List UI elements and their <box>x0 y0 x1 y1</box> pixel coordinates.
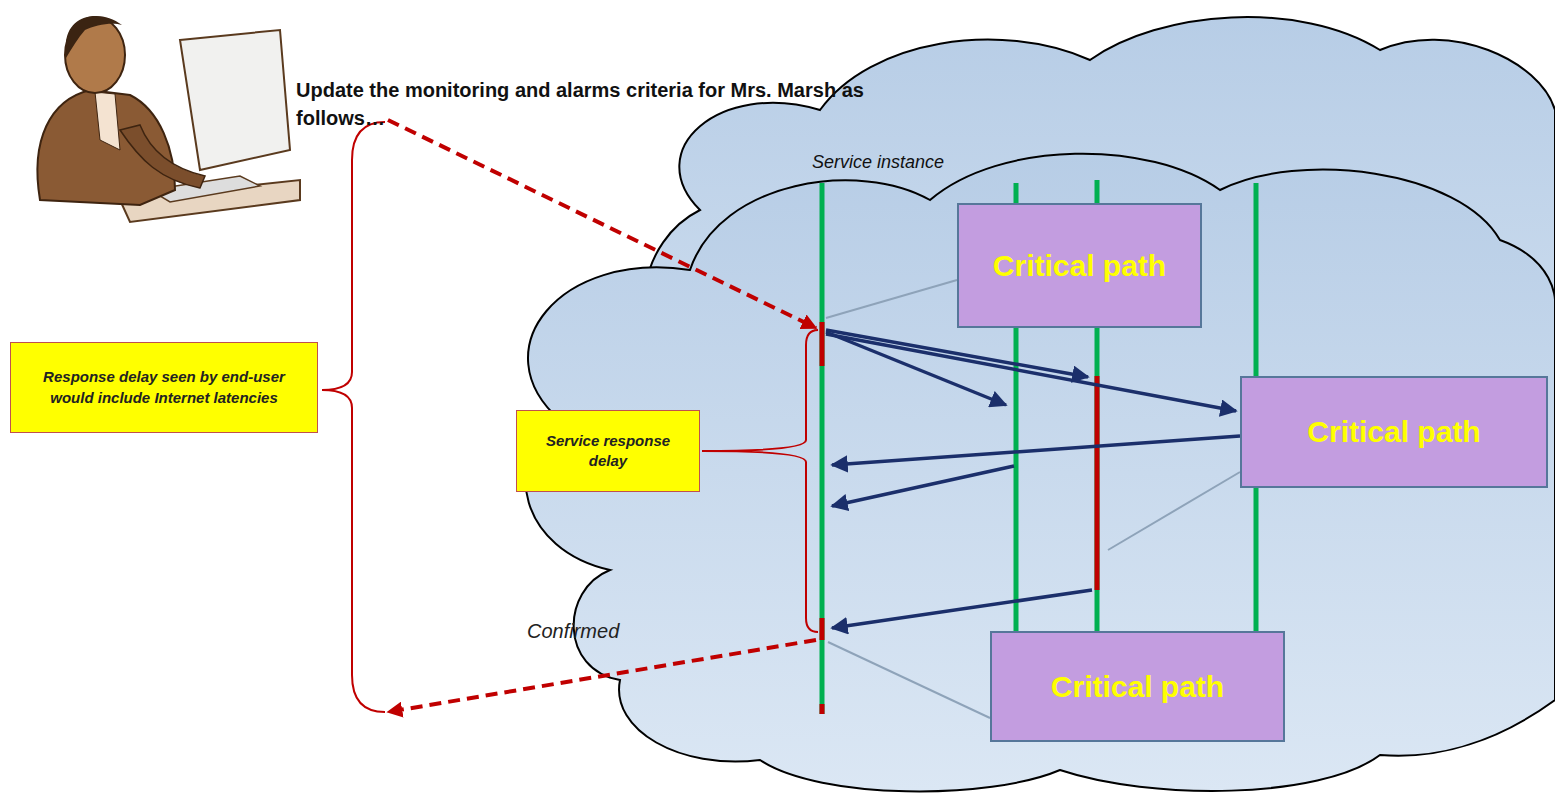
message-arrow <box>826 334 1236 411</box>
busy-segment <box>820 704 825 714</box>
busy-segment <box>820 618 825 640</box>
note-text: Response delay seen by end-user would in… <box>23 367 305 408</box>
person-at-computer <box>37 16 300 222</box>
critical-path-box: Critical path <box>990 631 1285 742</box>
message-arrow <box>832 590 1092 628</box>
message-arrow <box>826 332 1006 405</box>
leader-line <box>828 642 990 718</box>
box-title: Critical path <box>993 249 1166 283</box>
critical-path-box: Critical path <box>957 203 1202 328</box>
message-arrow <box>832 436 1240 465</box>
instruction-text: Update the monitoring and alarms criteri… <box>296 76 896 132</box>
end-user-bracket <box>322 122 385 712</box>
instance-line <box>820 183 825 714</box>
box-title: Critical path <box>1051 670 1224 704</box>
box-title: Critical path <box>1307 415 1480 449</box>
critical-path-box: Critical path <box>1240 376 1548 488</box>
confirmed-label: Confirmed <box>527 620 619 643</box>
message-arrow <box>826 330 1088 377</box>
shirt <box>95 92 120 150</box>
busy-segment <box>1095 376 1100 590</box>
monitor <box>180 30 290 170</box>
busy-segment <box>820 322 825 366</box>
arm <box>120 125 205 188</box>
request-arrow <box>388 640 816 712</box>
note-text: Service response delay <box>529 431 687 472</box>
note-box: Service response delay <box>516 410 700 492</box>
note-box: Response delay seen by end-user would in… <box>10 342 318 433</box>
request-arrow <box>388 120 816 328</box>
leader-line <box>1108 472 1240 550</box>
hair <box>66 16 122 58</box>
service-instance-label: Service instance <box>812 152 944 173</box>
message-arrow <box>832 466 1014 506</box>
service-bracket <box>702 330 818 632</box>
leader-line <box>826 280 957 318</box>
